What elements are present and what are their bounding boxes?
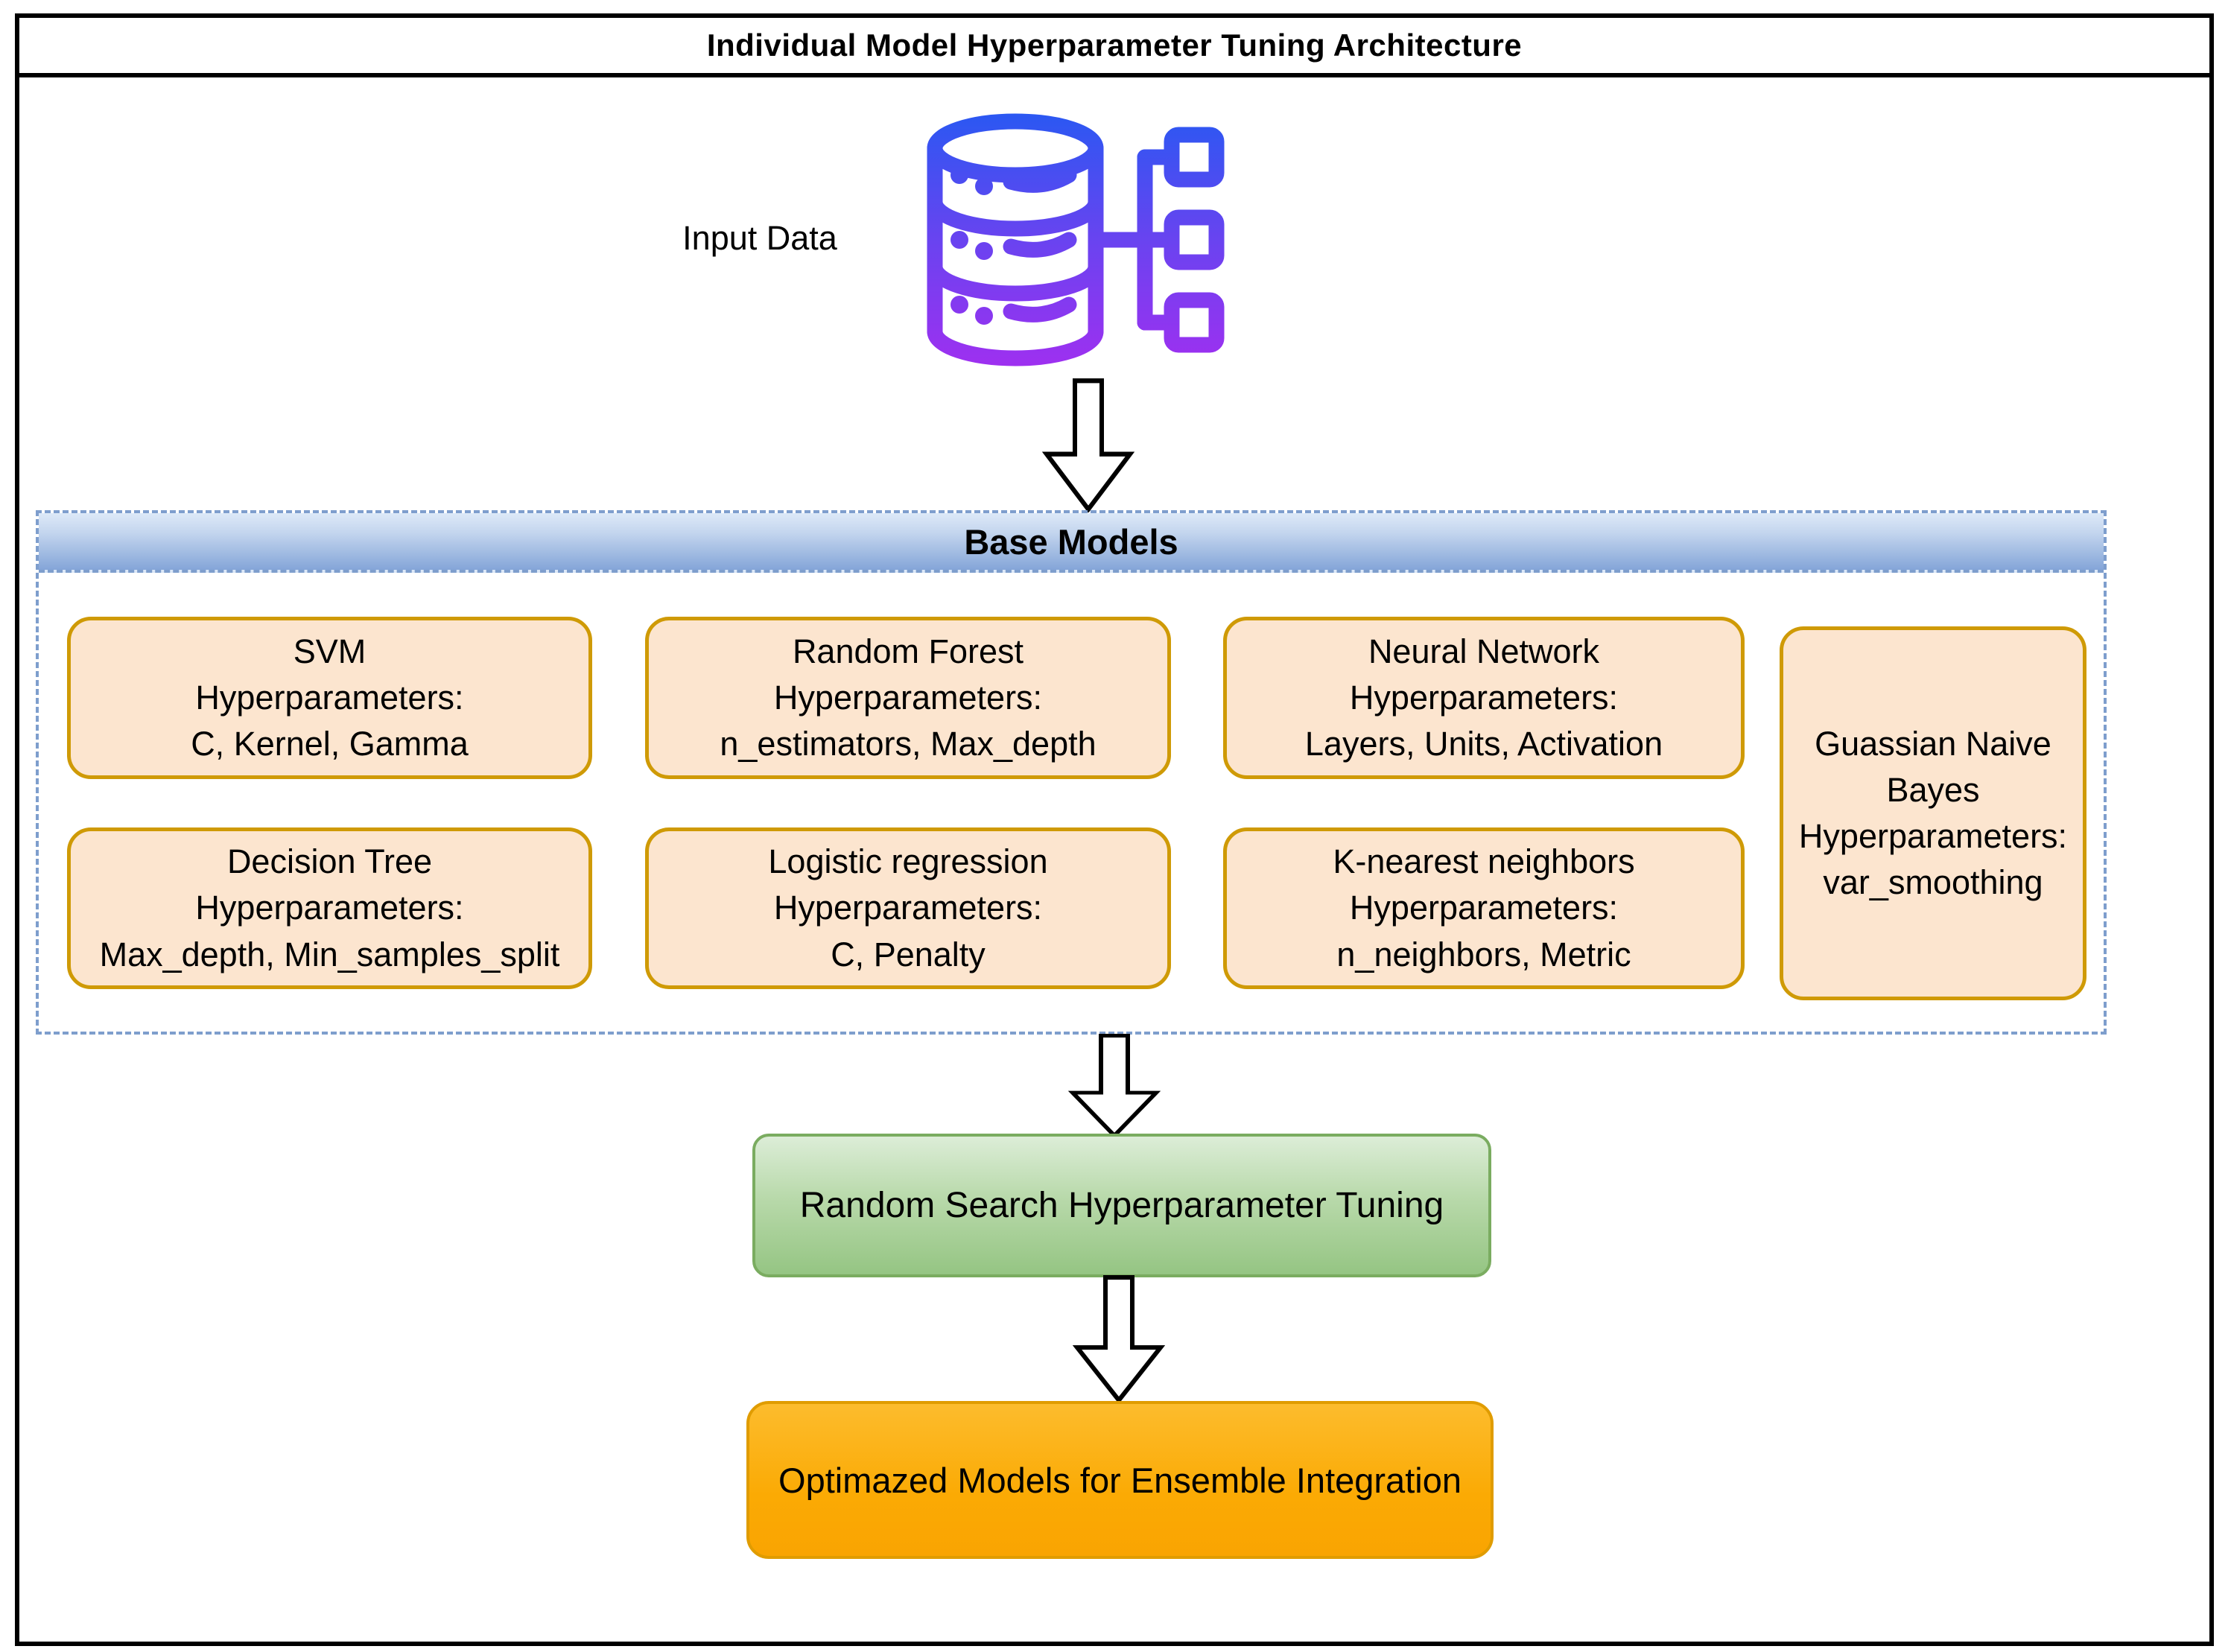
random-search-tuning-label: Random Search Hyperparameter Tuning — [799, 1186, 1444, 1225]
model-box-line: Max_depth, Min_samples_split — [99, 935, 560, 973]
model-box-line: Layers, Units, Activation — [1304, 725, 1663, 763]
page-title: Individual Model Hyperparameter Tuning A… — [706, 28, 1523, 63]
model-box-neural-network: Neural Network Hyperparameters: Layers, … — [1223, 617, 1745, 779]
model-box-logistic-regression: Logistic regression Hyperparameters: C, … — [645, 827, 1171, 989]
model-box-line: Hyperparameters: — [773, 678, 1043, 717]
model-box-line: K-nearest neighbors — [1333, 842, 1635, 881]
random-search-tuning-box: Random Search Hyperparameter Tuning — [752, 1134, 1491, 1277]
model-box-line: Random Forest — [792, 632, 1024, 670]
model-box-svm: SVM Hyperparameters: C, Kernel, Gamma — [67, 617, 592, 779]
model-box-line: C, Penalty — [831, 935, 986, 973]
model-box-line: Neural Network — [1368, 632, 1600, 670]
model-box-line: Hyperparameters: — [1349, 889, 1619, 927]
base-models-container: Base Models SVM Hyperparameters: C, Kern… — [36, 510, 2107, 1035]
model-box-line: Decision Tree — [226, 842, 433, 881]
model-box-line: Hyperparameters: — [195, 678, 464, 717]
model-box-line: n_neighbors, Metric — [1336, 935, 1631, 973]
model-box-line: SVM — [293, 632, 366, 670]
model-box-line: Hyperparameters: — [1349, 678, 1619, 717]
title-bar: Individual Model Hyperparameter Tuning A… — [19, 18, 2209, 77]
model-box-line: var_smoothing — [1823, 863, 2043, 902]
base-models-header: Base Models — [39, 513, 2104, 573]
model-box-line: n_estimators, Max_depth — [720, 725, 1097, 763]
model-box-k-nearest-neighbors: K-nearest neighbors Hyperparameters: n_n… — [1223, 827, 1745, 989]
page-frame: Individual Model Hyperparameter Tuning A… — [15, 13, 2214, 1646]
model-box-line: Logistic regression — [768, 842, 1048, 881]
input-data-label: Input Data — [682, 219, 837, 257]
base-models-header-label: Base Models — [964, 521, 1178, 562]
down-arrow-icon — [1042, 378, 1134, 512]
model-box-line: Hyperparameters: — [773, 889, 1043, 927]
model-box-random-forest: Random Forest Hyperparameters: n_estimat… — [645, 617, 1171, 779]
down-arrow-icon — [1068, 1034, 1161, 1138]
optimized-models-box: Optimazed Models for Ensemble Integratio… — [746, 1401, 1494, 1559]
model-box-decision-tree: Decision Tree Hyperparameters: Max_depth… — [67, 827, 592, 989]
down-arrow-icon — [1073, 1275, 1165, 1403]
model-box-gaussian-naive-bayes: Guassian Naive Bayes Hyperparameters: va… — [1780, 626, 2086, 1000]
optimized-models-label: Optimazed Models for Ensemble Integratio… — [778, 1460, 1462, 1500]
model-box-line: Hyperparameters: — [195, 889, 464, 927]
model-box-line: Hyperparameters: — [1798, 817, 2068, 855]
model-box-line: C, Kernel, Gamma — [191, 725, 469, 763]
model-box-line: Guassian Naive Bayes — [1815, 724, 2051, 809]
database-icon — [927, 113, 1225, 366]
